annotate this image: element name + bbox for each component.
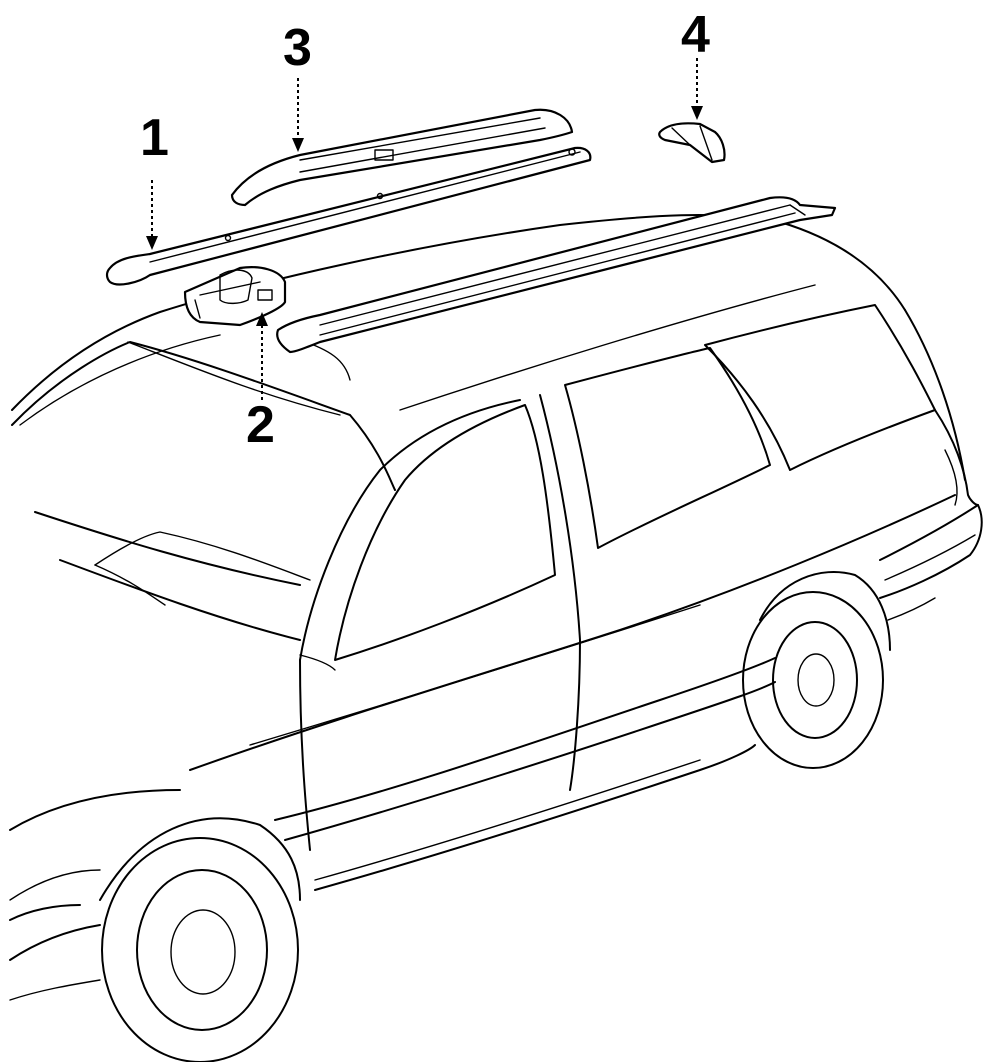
callout-number-4: 4	[681, 6, 710, 64]
callout-leader-1	[146, 180, 158, 250]
callout-leader-2	[256, 312, 268, 400]
roof-rail-cover-part-3	[230, 108, 574, 207]
right-roof-rail	[276, 196, 837, 354]
callout-leader-3	[292, 78, 304, 152]
end-cap-part-4	[658, 122, 726, 164]
callout-number-3: 3	[283, 19, 312, 77]
station-wagon-outline	[9, 213, 983, 1062]
callout-number-2: 2	[246, 396, 275, 454]
callout-leader-4	[691, 58, 703, 120]
rail-bracket-part-2	[183, 266, 287, 327]
callout-number-1: 1	[140, 109, 169, 167]
roof-rail-part-1	[105, 146, 592, 286]
